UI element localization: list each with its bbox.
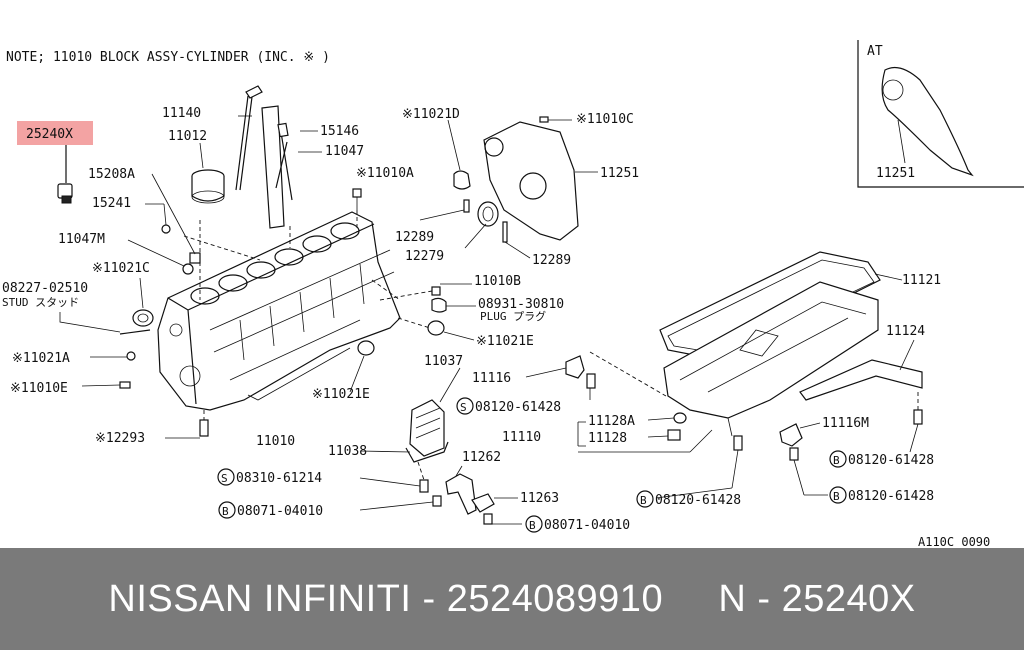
exploded-parts-diagram: NOTE; 11010 BLOCK ASSY-CYLINDER (INC. ※ … [2, 40, 1024, 548]
part-08931-30810[interactable]: 08931-30810 [478, 297, 564, 312]
note-text: NOTE; 11010 BLOCK ASSY-CYLINDER (INC. ※ … [6, 50, 330, 65]
footer-banner: NISSAN INFINITI - 2524089910 N - 25240X [0, 548, 1024, 650]
part-11116[interactable]: 11116 [472, 371, 511, 386]
svg-text:B: B [222, 505, 229, 518]
part-11021e[interactable]: ※11021E [476, 334, 534, 349]
part-08120-61428-s[interactable]: 08120-61428 [475, 400, 561, 415]
part-11038[interactable]: 11038 [328, 444, 367, 459]
b-prefix-08071b: B 08071-04010 [525, 515, 630, 533]
part-08227-02510[interactable]: 08227-02510 [2, 281, 88, 296]
bracket-11262 [445, 465, 522, 525]
figure-code: A110C 0090 [918, 535, 990, 548]
part-12289-b[interactable]: 12289 [532, 253, 571, 268]
part-11121[interactable]: 11121 [902, 273, 941, 288]
part-12279[interactable]: 12279 [405, 249, 444, 264]
part-12293[interactable]: ※12293 [95, 431, 145, 446]
at-inset: AT 11251 [857, 40, 1024, 188]
b-prefix-08120a: B 08120-61428 [829, 450, 934, 468]
part-11010a[interactable]: ※11010A [356, 166, 414, 181]
part-11110[interactable]: 11110 [502, 430, 541, 445]
part-08071-04010-a[interactable]: 08071-04010 [237, 504, 323, 519]
s-prefix-08310: S 08310-61214 [217, 468, 322, 486]
highlight-box [17, 121, 93, 145]
svg-text:B: B [833, 490, 840, 503]
b-prefix-08071a: B 08071-04010 [218, 501, 323, 519]
part-11128a[interactable]: 11128A [588, 414, 635, 429]
part-12289-a[interactable]: 12289 [395, 230, 434, 245]
part-11128[interactable]: 11128 [588, 431, 627, 446]
part-11251[interactable]: 11251 [600, 166, 639, 181]
svg-text:B: B [833, 454, 840, 467]
footer-brand: NISSAN INFINITI [108, 577, 412, 620]
footer-separator: - [422, 577, 436, 620]
dipstick-assembly [235, 85, 322, 229]
oil-pan-assembly[interactable] [659, 251, 903, 437]
part-11047m[interactable]: 11047M [58, 232, 105, 247]
svg-text:S: S [221, 472, 228, 485]
part-08120-61428-b3[interactable]: 08120-61428 [848, 489, 934, 504]
part-08310-61214[interactable]: 08310-61214 [236, 471, 322, 486]
bracket-11116m [779, 422, 828, 496]
part-11124[interactable]: 11124 [886, 324, 925, 339]
small-hardware-left [59, 173, 209, 439]
drain-plug-parts [577, 412, 713, 453]
b-prefix-08120c: B 08120-61428 [829, 486, 934, 504]
part-11263[interactable]: 11263 [520, 491, 559, 506]
stud-label: STUD スタッド [2, 296, 79, 309]
part-11021c[interactable]: ※11021C [92, 261, 150, 276]
part-11047[interactable]: 11047 [325, 144, 364, 159]
part-08120-61428-b2[interactable]: 08120-61428 [655, 493, 741, 508]
part-11116m[interactable]: 11116M [822, 416, 869, 431]
part-11021d[interactable]: ※11021D [402, 107, 460, 122]
part-15146[interactable]: 15146 [320, 124, 359, 139]
s-prefix-08120a: S 08120-61428 [456, 388, 591, 415]
highlight-part-label[interactable]: 25240X [26, 127, 73, 142]
part-15208a[interactable]: 15208A [88, 167, 135, 182]
drive-plate-shape [881, 67, 974, 177]
engine-mount [359, 367, 461, 511]
part-11140[interactable]: 11140 [162, 106, 201, 121]
svg-text:B: B [529, 519, 536, 532]
part-11021a[interactable]: ※11021A [12, 351, 70, 366]
part-11010e[interactable]: ※11010E [10, 381, 68, 396]
svg-text:B: B [640, 494, 647, 507]
part-11037[interactable]: 11037 [424, 354, 463, 369]
part-11262[interactable]: 11262 [462, 450, 501, 465]
part-11010c[interactable]: ※11010C [576, 112, 634, 127]
part-11021e-lower[interactable]: ※11021E [312, 387, 370, 402]
bracket-11116 [525, 351, 667, 397]
cylinder-block[interactable] [157, 211, 401, 411]
footer-text: NISSAN INFINITI - 2524089910 N - 25240X [108, 578, 915, 621]
part-08120-61428-b1[interactable]: 08120-61428 [848, 453, 934, 468]
part-15241[interactable]: 15241 [92, 196, 131, 211]
inset-part-label[interactable]: 11251 [876, 166, 915, 181]
plug-label: PLUG プラグ [480, 309, 546, 323]
part-11010b[interactable]: 11010B [474, 274, 521, 289]
footer-oem-number: 2524089910 [446, 577, 664, 620]
b-prefix-08120b: B 08120-61428 [636, 435, 743, 508]
rear-plate [483, 116, 598, 241]
part-11012[interactable]: 11012 [168, 129, 207, 144]
seal-parts [349, 119, 531, 393]
inset-label: AT [867, 44, 883, 59]
footer-short-code: N - 25240X [718, 577, 916, 620]
liner-part [191, 142, 225, 204]
assembly-guide-lines [183, 210, 401, 301]
svg-text:S: S [460, 401, 467, 414]
part-08071-04010-b[interactable]: 08071-04010 [544, 518, 630, 533]
part-11010[interactable]: 11010 [256, 434, 295, 449]
baffle-plate [799, 339, 923, 453]
sensor-part[interactable] [57, 183, 73, 204]
